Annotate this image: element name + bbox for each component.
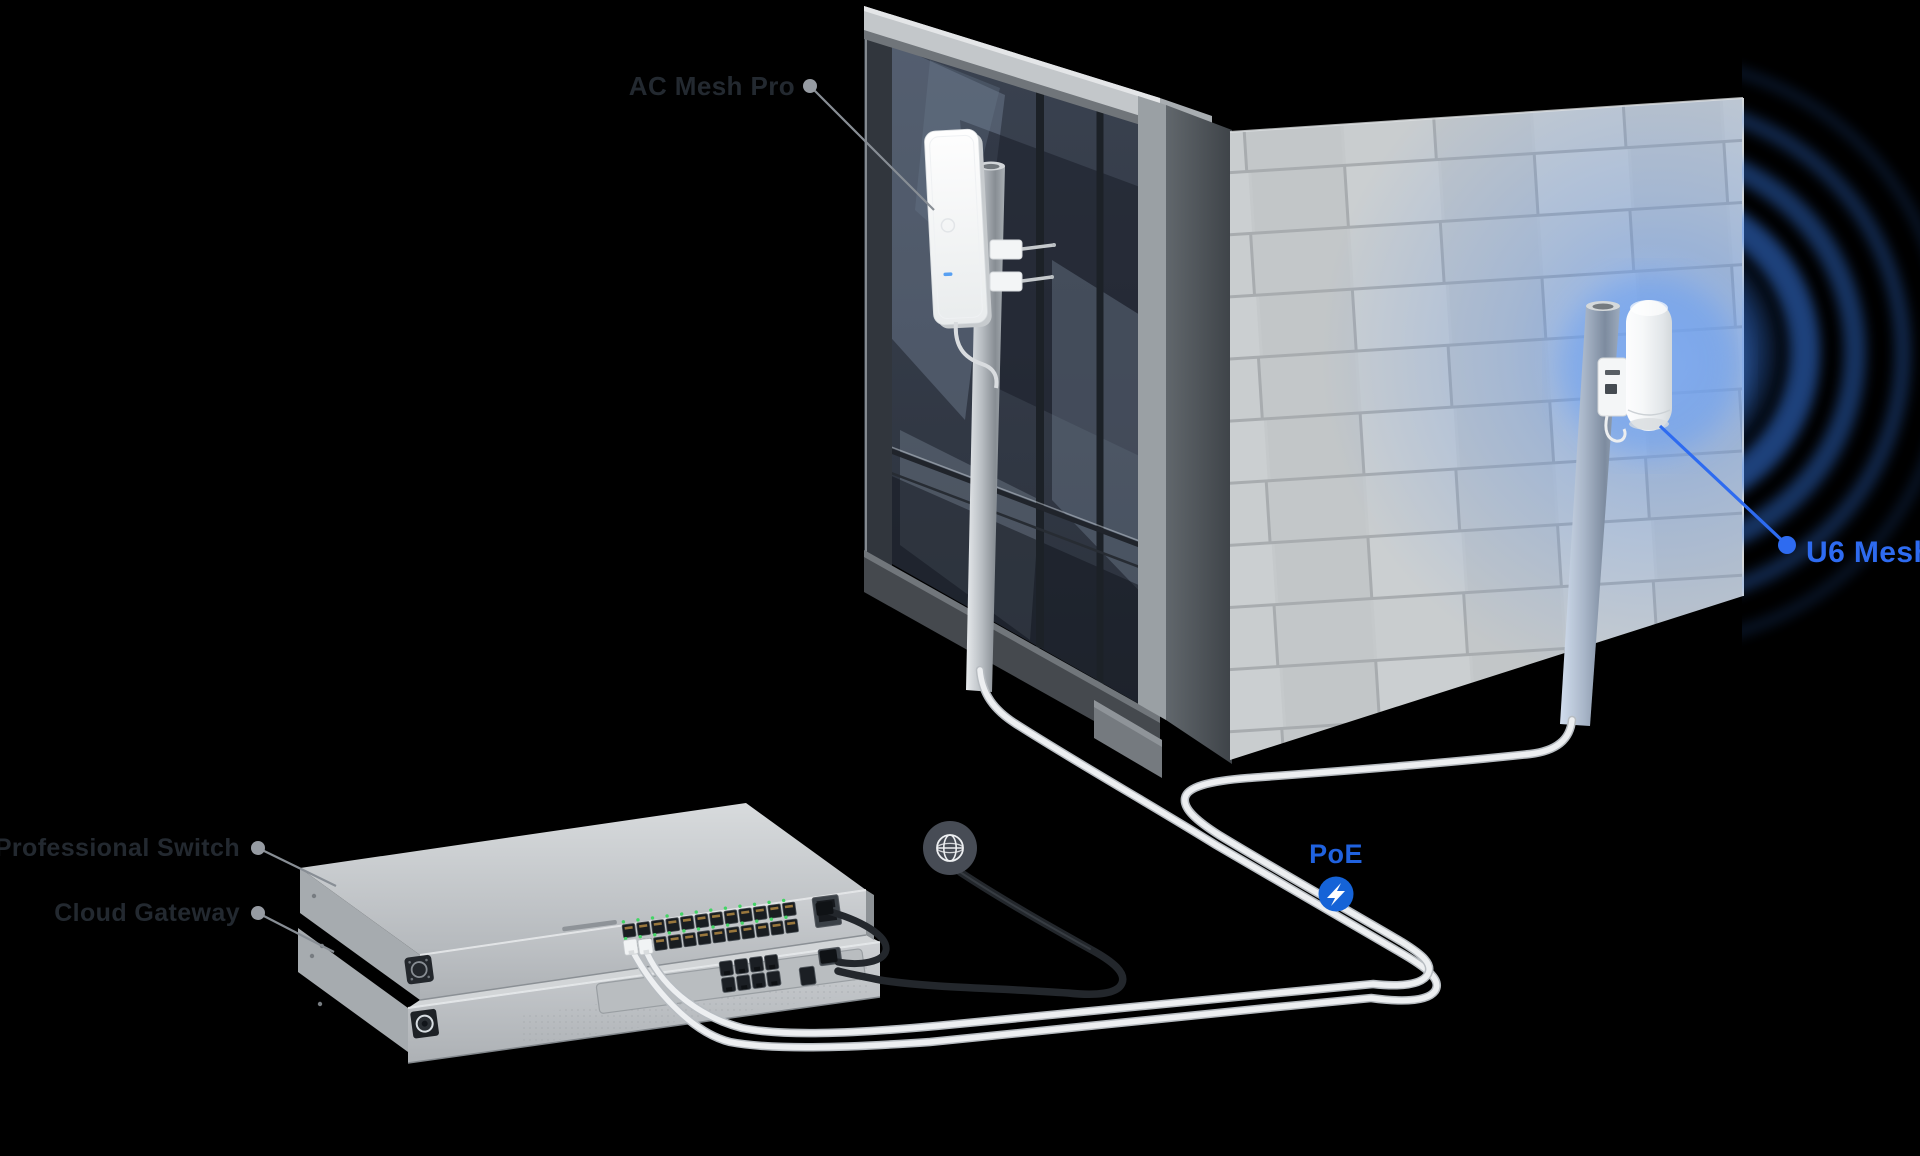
glass-transom	[877, 443, 1151, 552]
u6-mesh-leader-dot	[1778, 536, 1796, 554]
glass-bottom-sill	[864, 550, 1162, 778]
status-led	[943, 272, 953, 277]
logo-icon	[940, 218, 956, 233]
professional-switch-leader-line	[257, 847, 337, 887]
ac-mesh-pro-device	[924, 128, 1056, 389]
lightning-bolt-icon	[1327, 883, 1345, 906]
cable-connector	[819, 949, 838, 964]
pole-mount-clamps	[989, 239, 1056, 292]
u6-mesh-label: U6 Mesh	[1806, 536, 1920, 569]
cable-connector	[815, 901, 834, 916]
gateway-dial	[410, 1008, 439, 1039]
device-pigtail-cable	[953, 321, 999, 389]
u6-mesh-device	[1626, 300, 1672, 431]
glass-left-frame	[864, 32, 892, 590]
cloud-gateway-label: Cloud Gateway	[54, 899, 240, 927]
switch-vent-slot	[562, 919, 617, 932]
poe-label: PoE	[1309, 839, 1363, 869]
ac-mesh-pro-leader-dot	[803, 79, 817, 93]
callouts: AC Mesh Pro Professional Switch Cloud Ga…	[0, 71, 1920, 953]
cloud-gateway-leader-dot	[251, 906, 265, 920]
switch-left-face	[300, 868, 420, 1000]
poe-badge	[1318, 876, 1354, 912]
switch-gateway-uplink-cable	[820, 906, 890, 967]
corner-column	[1138, 96, 1232, 764]
cloud-gateway-leader-line	[257, 912, 335, 953]
black-cables	[815, 868, 1127, 998]
wifi-signal-glow	[1742, 68, 1920, 636]
ac-mesh-pro-label: AC Mesh Pro	[629, 71, 795, 101]
globe-icon	[923, 821, 977, 875]
ac-mesh-pro-leader-line	[809, 85, 935, 211]
professional-switch-leader-dot	[251, 841, 265, 855]
u6-mesh-leader-line	[1658, 424, 1789, 547]
white-cables	[627, 665, 1577, 1052]
switch-top-face	[300, 803, 866, 955]
gateway-left-face	[298, 928, 408, 1052]
professional-switch-label: Professional Switch	[0, 834, 240, 862]
u6-mesh-cable	[644, 717, 1575, 1036]
gateway-wan-port	[798, 965, 817, 987]
u6-mesh-bracket	[1597, 357, 1629, 443]
switch-display-panel	[404, 954, 434, 985]
ac-mesh-cable	[629, 667, 1440, 1051]
